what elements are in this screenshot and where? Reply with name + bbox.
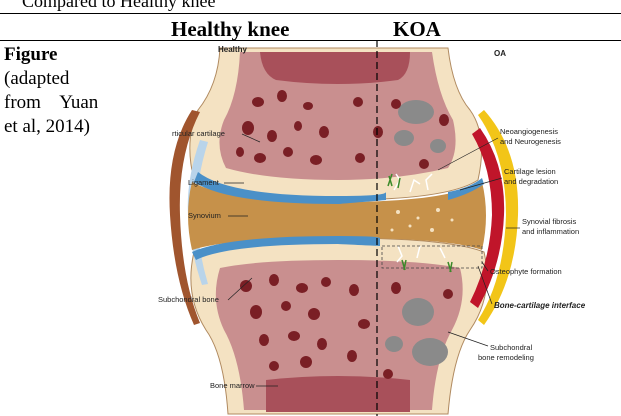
label-neo-1: Neoangiogenesis [500,127,558,136]
label-healthy: Healthy [218,45,247,54]
table-top-rule [0,13,621,14]
knee-joint-figure: Healthy OA rticular cartilage Ligament S… [148,40,621,416]
column-header-healthy: Healthy knee [171,17,289,42]
label-oa: OA [494,49,506,58]
column-header-koa: KOA [393,17,441,42]
femur-marrow-top [260,52,410,84]
label-osteo: Osteophyte formation [490,267,562,276]
label-remod-2: bone remodeling [478,353,534,362]
label-subchondral: Subchondral bone [158,295,219,304]
caption-line3: et al, 2014) [4,115,90,139]
tibia-marrow-bottom [266,376,410,412]
caption-line1: (adapted [4,67,69,91]
label-remod-1: Subchondral [490,343,532,352]
label-interface: Bone-cartilage interface [494,301,586,310]
label-cart-1: Cartilage lesion [504,167,556,176]
caption-line2: from Yuan [4,91,98,115]
label-syn-2: and inflammation [522,227,579,236]
previous-line-fragment: Compared to Healthy knee [22,0,215,12]
label-neo-2: and Neurogenesis [500,137,561,146]
label-synovium: Synovium [188,211,221,220]
label-cartilage: rticular cartilage [172,129,225,138]
label-marrow: Bone marrow [210,381,255,390]
label-ligament: Ligament [188,178,220,187]
caption-title: Figure [4,44,57,65]
label-syn-1: Synovial fibrosis [522,217,576,226]
label-cart-2: and degradation [504,177,558,186]
